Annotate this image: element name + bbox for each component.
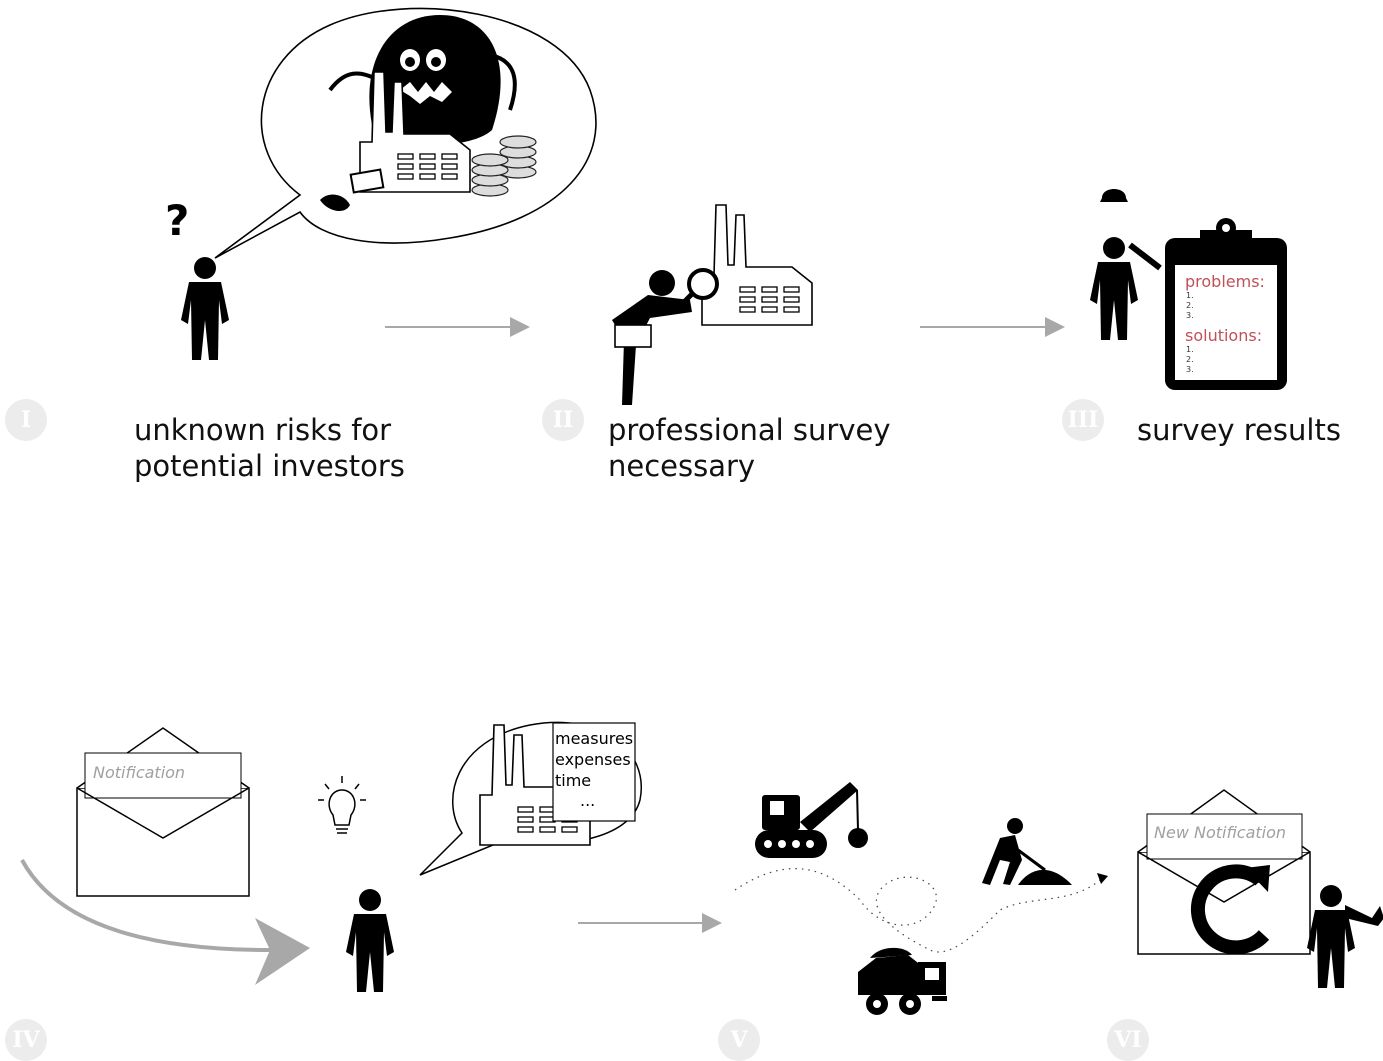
step-1-caption: unknown risks for potential investors (134, 412, 405, 484)
plan-item-more: ... (580, 791, 595, 810)
arrowhead-icon (255, 918, 310, 985)
curved-arrow (20, 859, 271, 952)
step-1-illustration: ? (165, 7, 597, 360)
problems-item-1: 1. (1186, 291, 1194, 300)
solutions-item-2: 2. (1186, 355, 1194, 364)
magnifier-icon (678, 268, 719, 308)
plan-item-time: time (555, 771, 591, 790)
step-numeral-5: V (718, 1019, 760, 1061)
approving-man-icon (1307, 885, 1383, 988)
problems-item-3: 3. (1186, 311, 1194, 320)
step-1-caption-line-1: unknown risks for (134, 413, 392, 447)
spilled-barrel-icon (320, 168, 385, 212)
refresh-icon (1190, 864, 1270, 955)
notification-label: Notification (93, 763, 185, 782)
step-numeral-4: IV (5, 1019, 47, 1061)
solutions-item-3: 3. (1186, 365, 1194, 374)
surveyor-icon (612, 270, 692, 405)
step-3-caption-line-1: survey results (1137, 413, 1341, 447)
plan-item-measures: measures (555, 729, 633, 748)
step-2-caption: professional survey necessary (608, 412, 891, 484)
factory-icon (701, 204, 813, 326)
planner-icon (346, 889, 394, 992)
arrowhead-icon (702, 913, 722, 933)
envelope-icon (1137, 789, 1311, 955)
solutions-title: solutions: (1185, 326, 1262, 345)
step-2-illustration (612, 204, 813, 405)
step-4-illustration: Notification measures expenses time ... (20, 721, 642, 992)
step-numeral-1: I (5, 399, 47, 441)
step-3-caption: survey results (1137, 412, 1341, 448)
step-numeral-2: II (542, 399, 584, 441)
step-numeral-6: VI (1107, 1019, 1149, 1061)
plan-item-expenses: expenses (555, 750, 631, 769)
clipboard-icon (1165, 218, 1287, 390)
arrowhead-icon (1045, 317, 1065, 337)
step-6-illustration: New Notification (1137, 789, 1383, 988)
step-3-illustration: problems: 1. 2. 3. solutions: 1. 2. 3. (1090, 189, 1287, 390)
crane-icon (755, 782, 868, 858)
step-2-caption-line-2: necessary (608, 449, 756, 483)
step-5-illustration (734, 782, 1108, 1015)
problems-item-2: 2. (1186, 301, 1194, 310)
new-notification-label: New Notification (1154, 823, 1286, 842)
step-numeral-3: III (1062, 399, 1104, 441)
problems-title: problems: (1185, 272, 1265, 291)
plan-note (552, 722, 636, 822)
solutions-item-1: 1. (1186, 345, 1194, 354)
question-mark: ? (165, 196, 189, 245)
dump-truck-icon (858, 947, 947, 1015)
engineer-icon (1090, 189, 1162, 340)
lightbulb-icon (318, 776, 366, 834)
arrowhead-icon (510, 317, 530, 337)
investor-icon (181, 257, 229, 360)
step-1-caption-line-2: potential investors (134, 449, 405, 483)
envelope-icon (76, 727, 250, 897)
worker-icon (982, 818, 1072, 885)
step-2-caption-line-1: professional survey (608, 413, 891, 447)
